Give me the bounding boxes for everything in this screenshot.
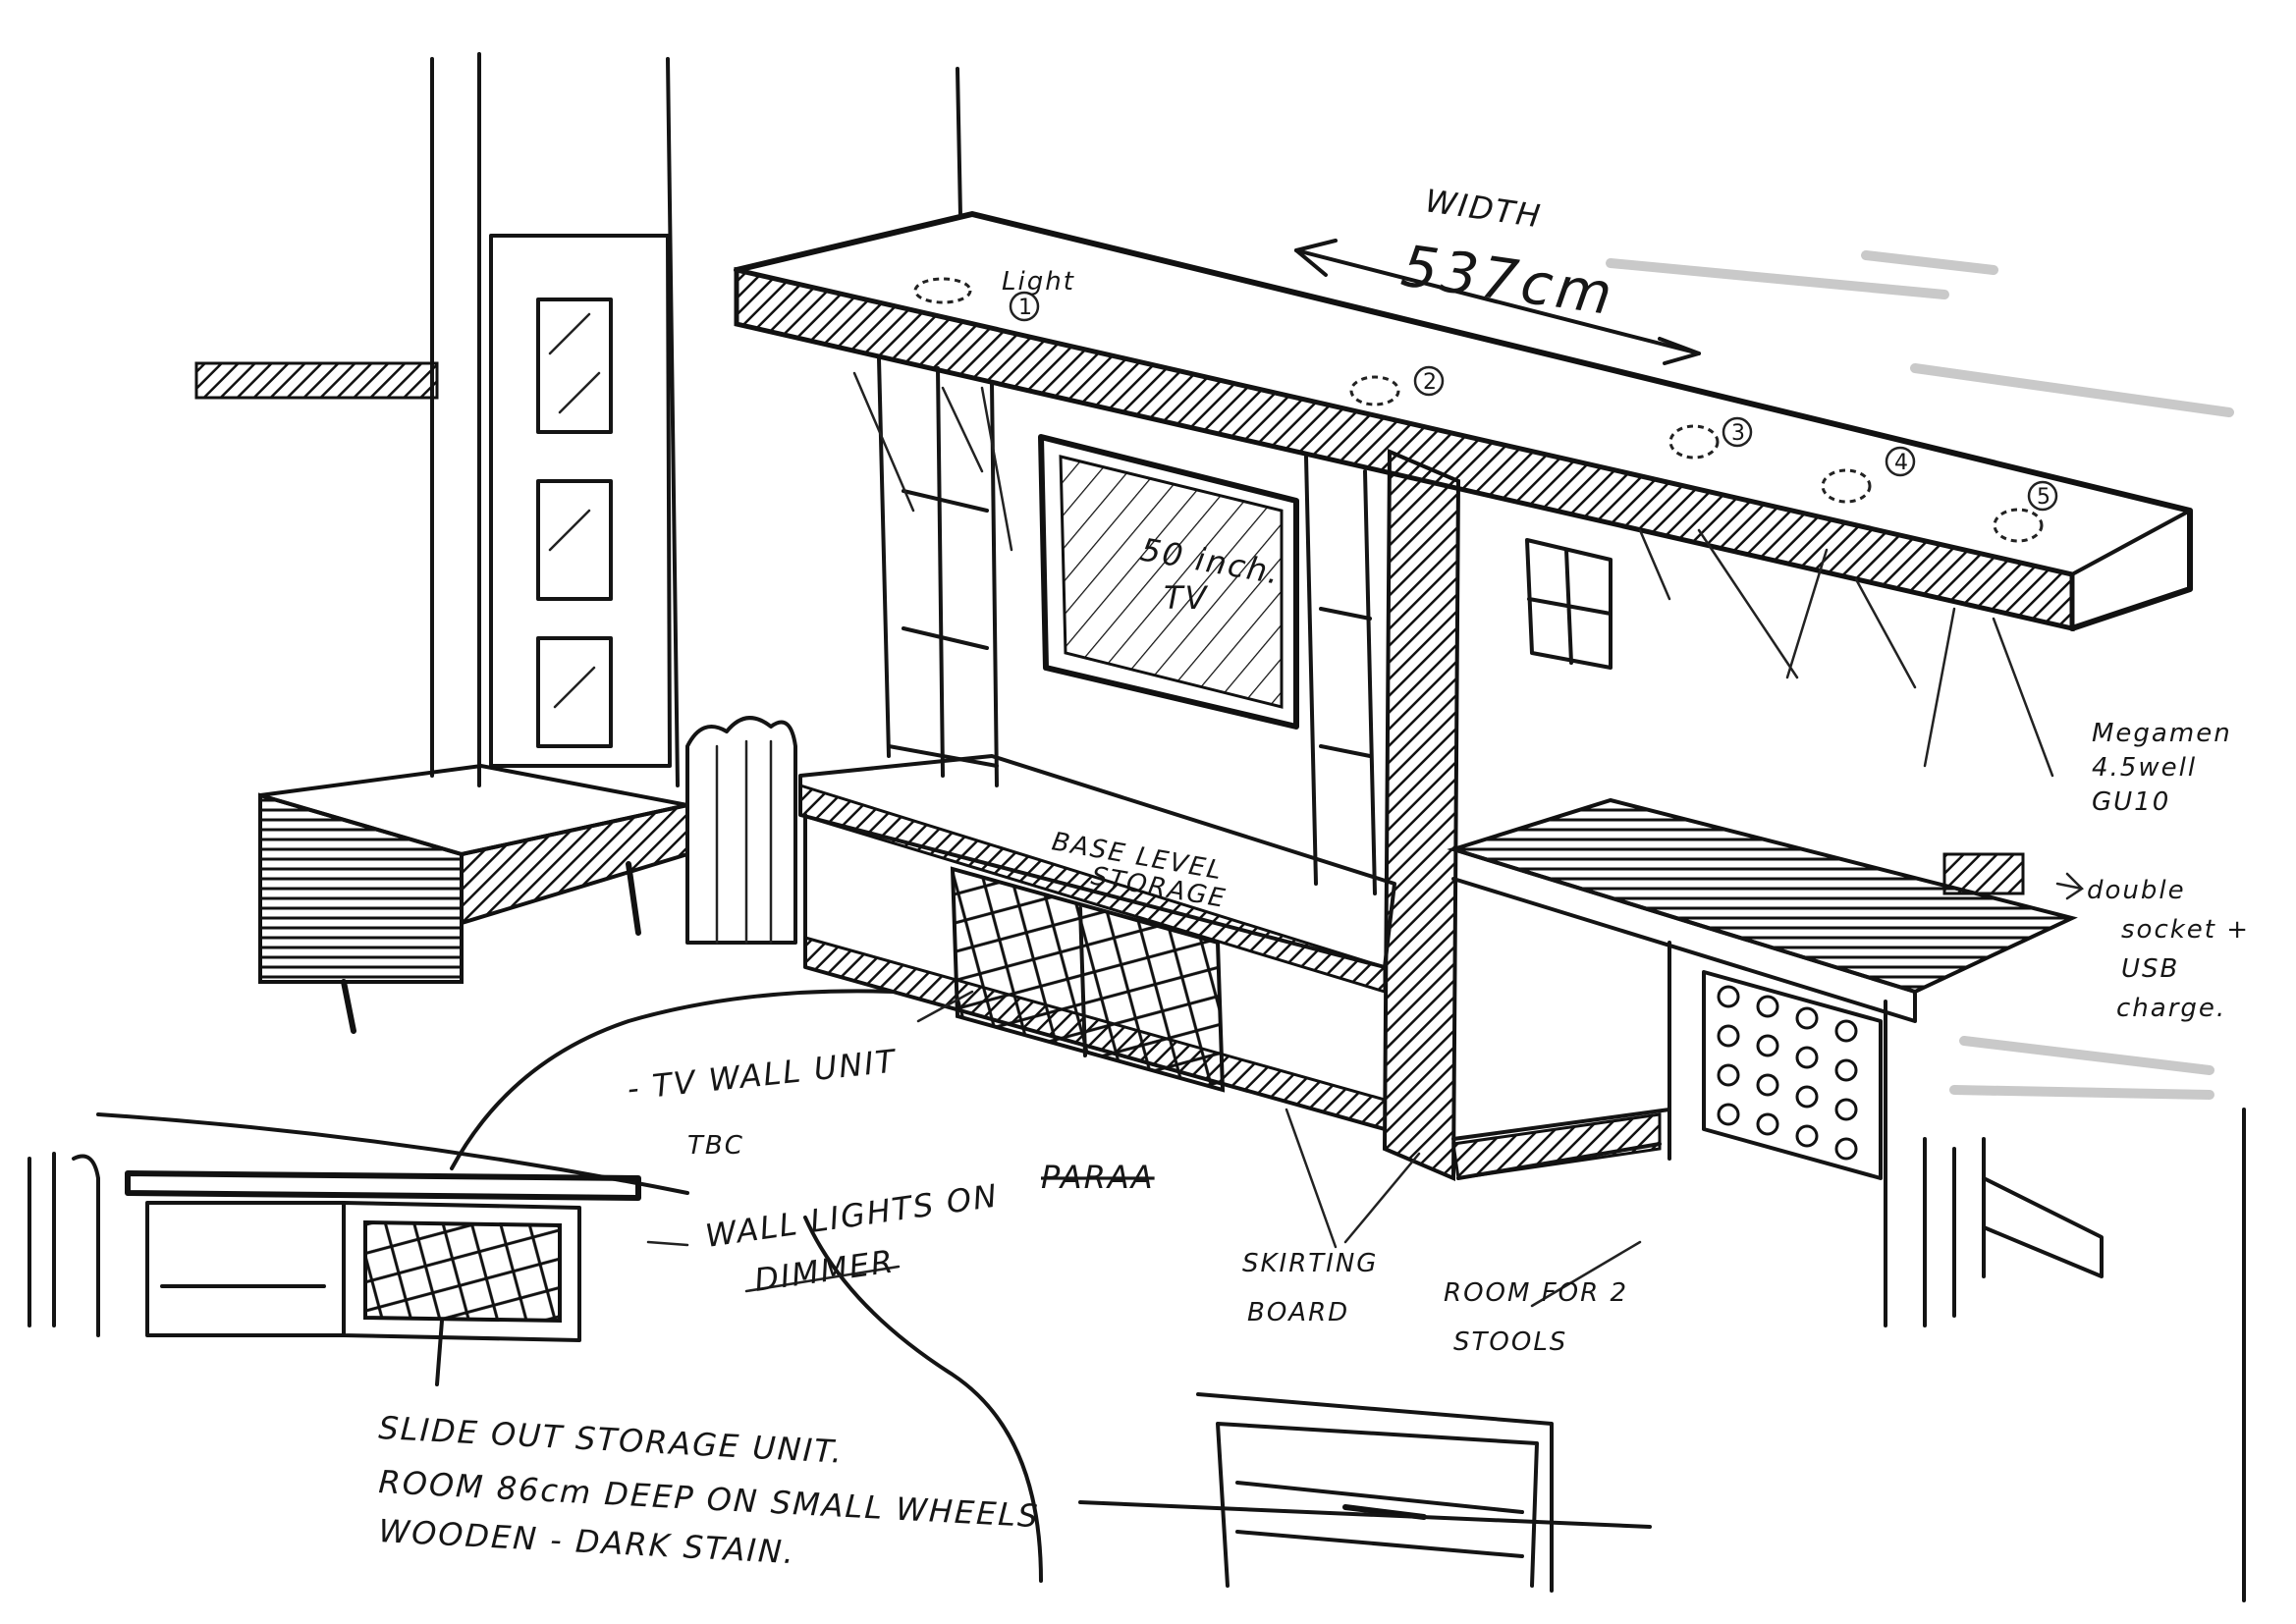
light-number-3: 3: [1731, 421, 1747, 446]
stools-line2: STOOLS: [1453, 1327, 1567, 1357]
socket-line1: double: [2087, 876, 2186, 905]
socket-line4: charge.: [2116, 994, 2226, 1023]
wine-rack: [1702, 970, 1883, 1180]
stools-line1: ROOM FOR 2: [1444, 1278, 1628, 1308]
scan-artifacts: [1606, 250, 2234, 1100]
socket-line3: USB: [2121, 954, 2179, 984]
skirting-line2: BOARD: [1247, 1298, 1349, 1327]
light-number-5: 5: [2037, 485, 2052, 510]
width-dimension: [1294, 239, 1701, 365]
window-seat: [258, 763, 689, 1034]
wall-lights-crossed: PARAA: [1041, 1159, 1155, 1196]
tv-label: TV: [1164, 579, 1209, 617]
speaker-line2: 4.5well: [2092, 753, 2197, 783]
stool: [1884, 1137, 2104, 1327]
width-value: 537cm: [1397, 233, 1619, 329]
tv-wall-unit: [852, 356, 1461, 1182]
side-counter: [1447, 797, 2078, 1180]
slide-out-line3: WOODEN - DARK STAIN.: [378, 1512, 796, 1571]
base-level-storage: [798, 754, 1396, 1131]
window-pillar: [194, 52, 680, 787]
dimmer-label: DIMMER: [752, 1242, 898, 1299]
light-number-2: 2: [1423, 370, 1439, 395]
slide-out-storage-detail: [27, 1152, 641, 1386]
right-window: [1525, 528, 2054, 778]
floating-shelf: [734, 67, 2193, 632]
slide-out-line1: SLIDE OUT STORAGE UNIT.: [378, 1409, 845, 1471]
drawer-detail: [1078, 1108, 2246, 1602]
light-number-4: 4: [1894, 451, 1910, 475]
tv-screen: [1038, 434, 1299, 730]
tbc-label: TBC: [687, 1131, 744, 1161]
width-title: WIDTH: [1423, 182, 1544, 235]
tv-wall-unit-label: - TV WALL UNIT: [626, 1042, 899, 1108]
light-number-1: 1: [1018, 296, 1034, 320]
light-label: Light: [1002, 267, 1075, 297]
speaker-line1: Megamen: [2092, 719, 2232, 748]
skirting-line1: SKIRTING: [1242, 1249, 1378, 1278]
socket-line2: socket +: [2121, 915, 2250, 945]
light-fittings: [913, 277, 2058, 543]
leader-lines: [646, 872, 2084, 1308]
wall-lights-label: WALL LIGHTS ON: [703, 1176, 1001, 1255]
radiator: [685, 716, 797, 945]
speaker-line3: GU10: [2092, 787, 2170, 817]
